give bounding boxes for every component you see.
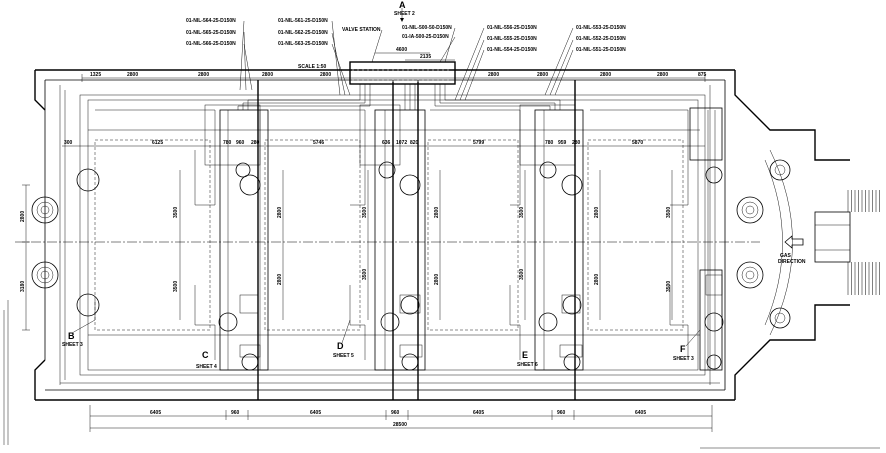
dim-bay: 5799: [473, 140, 484, 146]
dim-col: 280: [572, 140, 581, 146]
hood-rings: [764, 149, 793, 336]
dim-col: 780: [223, 140, 232, 146]
dim-vert: 3500: [666, 281, 672, 292]
dim-col: 960: [236, 140, 245, 146]
dim-vert: 3500: [362, 269, 368, 280]
pipe-label: 01-NIL-500-50-D150N: [402, 25, 452, 31]
callout-d-sheet: SHEET 5: [333, 353, 354, 359]
dim-vert: 3500: [173, 281, 179, 292]
pipe-label: 01-NIL-556-25-D150N: [487, 25, 537, 31]
dim-top: 2800: [488, 72, 499, 78]
pipe-label: 01-IA-500-25-D150N: [402, 34, 449, 40]
callout-e-sheet: SHEET 6: [517, 362, 538, 368]
dim-vert: 2800: [594, 207, 600, 218]
pipe-label: 01-NIL-562-25-D150N: [278, 30, 328, 36]
dim-col: 636: [382, 140, 391, 146]
dim-vert: 2800: [594, 274, 600, 285]
section-callouts: A SHEET 2 B SHEET 3 C SHEET 4 D SHEET 5 …: [62, 0, 701, 370]
dim-col: 280: [251, 140, 260, 146]
gas-direction-arrow: GAS DIRECTION: [778, 235, 806, 265]
pipe-label: 01-NIL-554-25-D150N: [487, 47, 537, 53]
equipment-circles: [76, 161, 724, 371]
pipe-label: 01-NIL-551-25-D150N: [576, 47, 626, 53]
callout-e-letter: E: [522, 350, 528, 360]
dim-bottom: 6405: [473, 410, 484, 416]
dim-bottom: 960: [231, 410, 240, 416]
dim-top: 2800: [537, 72, 548, 78]
scale-label: SCALE 1:50: [298, 64, 327, 70]
burner-left-top: [31, 196, 59, 224]
dim-top: 2800: [198, 72, 209, 78]
callout-b-sheet: SHEET 3: [62, 342, 83, 348]
left-edge-marks: [3, 300, 880, 449]
dim-top: 2800: [127, 72, 138, 78]
dim-left: 2800: [20, 211, 26, 222]
pipe-label: 01-NIL-553-25-D150N: [576, 25, 626, 31]
dim-valve-width: 4600: [396, 47, 407, 53]
dim-left: 3180: [20, 281, 26, 292]
leader-lines: [239, 8, 574, 101]
dim-top: 2800: [320, 72, 331, 78]
dim-vert: 2800: [277, 274, 283, 285]
pipe-label: 01-NIL-563-25-D150N: [278, 41, 328, 47]
dimension-text: 1325 2800 2800 2800 2800 2800 2800 2800 …: [20, 47, 707, 428]
dim-top: 875: [698, 72, 707, 78]
dim-vert: 3500: [173, 207, 179, 218]
dim-bottom: 6405: [635, 410, 646, 416]
dim-vert: 3500: [519, 207, 525, 218]
pipe-runs: [237, 84, 561, 110]
callout-c-letter: C: [202, 350, 209, 360]
dimension-lines: [22, 52, 713, 432]
outer-casing: [34, 69, 850, 401]
dim-bay: 5870: [632, 140, 643, 146]
pipe-label: 01-NIL-555-25-D150N: [487, 36, 537, 42]
dim-vert: 3500: [666, 207, 672, 218]
dim-vert: 2800: [277, 207, 283, 218]
pipe-labels: 01-NIL-564-25-D150N 01-NIL-565-25-D150N …: [186, 18, 626, 70]
dim-bay: 6125: [152, 140, 163, 146]
dim-top: 1325: [90, 72, 101, 78]
dim-valve-inner: 2135: [420, 54, 431, 60]
callout-f-letter: F: [680, 344, 686, 354]
callout-f-sheet: SHEET 3: [673, 356, 694, 362]
pipe-label: 01-NIL-564-25-D150N: [186, 18, 236, 24]
gas-label-2: DIRECTION: [778, 259, 806, 265]
dim-bay: 5746: [313, 140, 324, 146]
dim-top: 2800: [600, 72, 611, 78]
pipe-label: 01-NIL-552-25-D150N: [576, 36, 626, 42]
callout-c-sheet: SHEET 4: [196, 364, 217, 370]
callout-a-sheet: SHEET 2: [394, 11, 415, 17]
callout-b-letter: B: [68, 331, 75, 341]
callout-d-letter: D: [337, 341, 344, 351]
gas-label-1: GAS: [780, 253, 792, 259]
dim-col: 780: [545, 140, 554, 146]
valve-station-label: VALVE STATION: [342, 27, 381, 33]
dim-col: 959: [558, 140, 567, 146]
dim-bottom: 960: [391, 410, 400, 416]
callout-a-letter: A: [399, 0, 406, 10]
dim-overall: 28500: [393, 422, 407, 428]
gas-outlet-duct: [814, 190, 880, 295]
pipe-label: 01-NIL-566-25-D150N: [186, 41, 236, 47]
valve-station: [349, 61, 456, 85]
dim-top: 2800: [262, 72, 273, 78]
pipe-label: 01-NIL-565-25-D150N: [186, 30, 236, 36]
dim-vert: 3500: [519, 269, 525, 280]
dim-vert: 3500: [362, 207, 368, 218]
burner-left-bottom: [31, 261, 59, 289]
burner-right-bottom: [736, 261, 764, 289]
dim-bottom: 6405: [150, 410, 161, 416]
pipe-label: 01-NIL-561-25-D150N: [278, 18, 328, 24]
dim-vert: 2800: [434, 274, 440, 285]
dim-col: 1072: [396, 140, 407, 146]
column-bays: [88, 80, 723, 400]
dim-bay: 300: [64, 140, 73, 146]
dim-top: 2800: [657, 72, 668, 78]
dim-col: 820: [410, 140, 419, 146]
dim-bottom: 6405: [310, 410, 321, 416]
dim-bottom: 960: [557, 410, 566, 416]
dim-vert: 2800: [434, 207, 440, 218]
burner-right-top: [736, 196, 764, 224]
